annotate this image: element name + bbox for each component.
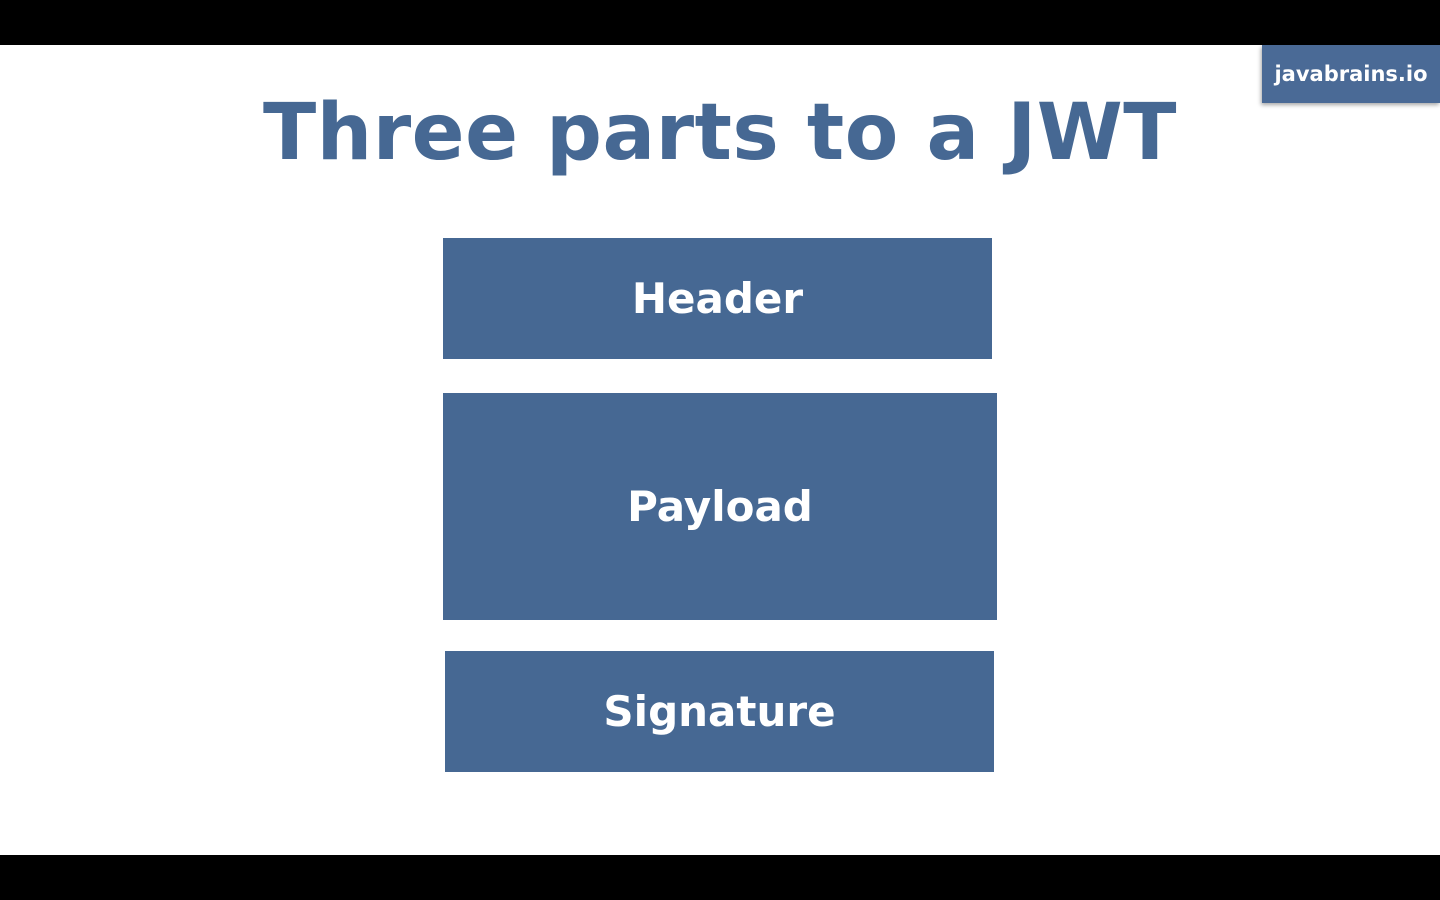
jwt-part-signature-box: Signature	[445, 651, 994, 772]
slide: javabrains.io Three parts to a JWT Heade…	[0, 45, 1440, 855]
letterbox-bottom-bar	[0, 855, 1440, 900]
jwt-part-header-label: Header	[631, 274, 804, 323]
letterbox-top-bar	[0, 0, 1440, 45]
jwt-part-payload-box: Payload	[443, 393, 997, 620]
jwt-part-header-box: Header	[443, 238, 992, 359]
jwt-part-signature-label: Signature	[603, 687, 836, 736]
jwt-part-payload-label: Payload	[627, 482, 813, 531]
slide-title: Three parts to a JWT	[262, 88, 1178, 178]
brand-badge: javabrains.io	[1262, 45, 1440, 103]
